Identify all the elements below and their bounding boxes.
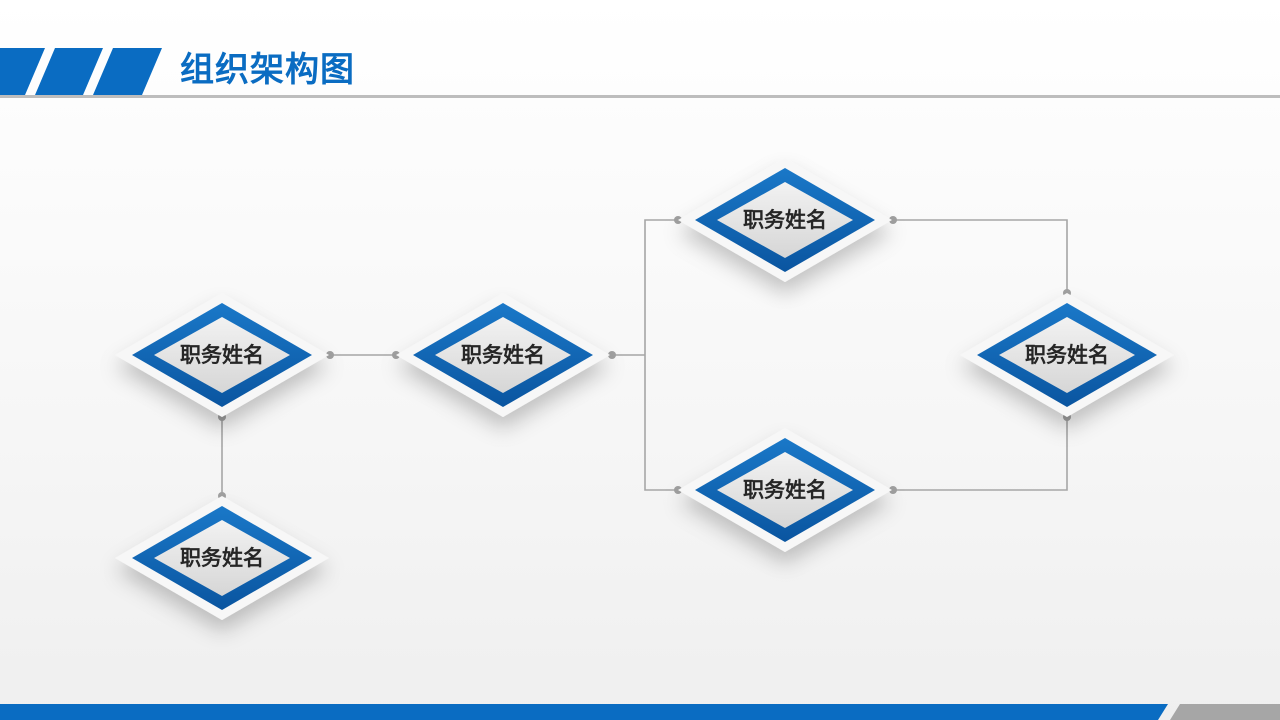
node-label: 职务姓名 bbox=[1025, 343, 1109, 367]
node-label: 职务姓名 bbox=[743, 478, 827, 502]
connector-lines bbox=[218, 216, 1071, 500]
org-node-sub[interactable]: 职务姓名 bbox=[115, 496, 329, 620]
page-title: 组织架构图 bbox=[180, 50, 355, 90]
node-label: 职务姓名 bbox=[743, 208, 827, 232]
header-divider bbox=[0, 95, 1280, 98]
node-label: 职务姓名 bbox=[461, 343, 545, 367]
org-node-right[interactable]: 职务姓名 bbox=[960, 293, 1174, 417]
org-node-root[interactable]: 职务姓名 bbox=[115, 293, 329, 417]
org-node-lower[interactable]: 职务姓名 bbox=[678, 428, 892, 552]
node-label: 职务姓名 bbox=[180, 546, 264, 570]
footer-bar bbox=[0, 704, 1280, 720]
org-node-upper[interactable]: 职务姓名 bbox=[678, 158, 892, 282]
node-label: 职务姓名 bbox=[180, 343, 264, 367]
header-stripes bbox=[0, 48, 162, 95]
org-node-middle[interactable]: 职务姓名 bbox=[396, 293, 610, 417]
